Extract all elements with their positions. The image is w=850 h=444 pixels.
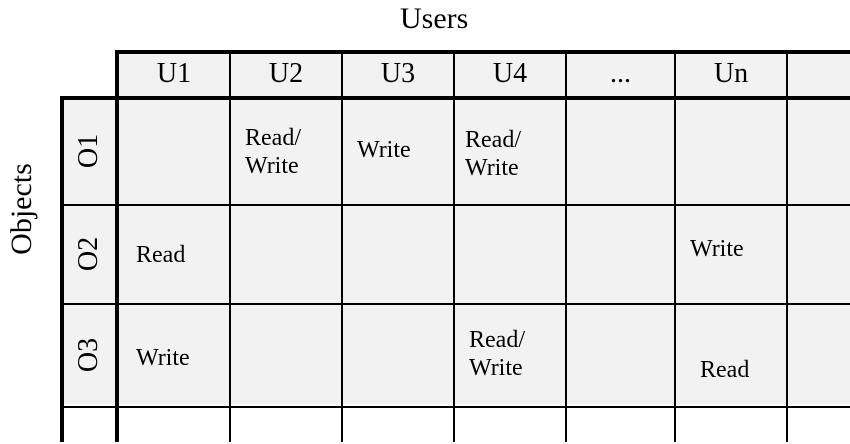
column-divider <box>229 50 231 442</box>
users-axis-title: Users <box>400 2 469 35</box>
cell-o1-u4: Read/ Write <box>465 127 521 181</box>
cell-o2-u1: Read <box>136 242 186 268</box>
column-divider <box>786 50 788 442</box>
header-left-line <box>115 50 119 442</box>
matrix-background <box>118 52 850 404</box>
cell-o1-u2: Read/ Write <box>245 125 301 179</box>
row-header-left-line <box>60 96 64 442</box>
row-header-o3: O3 <box>73 337 104 373</box>
cell-o1-u3: Write <box>357 137 411 163</box>
column-divider <box>341 50 343 442</box>
row-divider <box>60 303 850 305</box>
column-header-u1: U1 <box>156 58 192 89</box>
header-bottom-line <box>60 96 850 100</box>
row-divider <box>60 204 850 206</box>
header-top-line <box>115 50 850 54</box>
column-header-u4: U4 <box>492 58 528 89</box>
row-header-background <box>60 98 118 404</box>
objects-axis-title: Objects <box>5 163 38 255</box>
column-header-u2: U2 <box>268 58 304 89</box>
column-divider <box>674 50 676 442</box>
cell-o3-un: Read <box>700 357 750 383</box>
column-header-un: Un <box>713 58 749 89</box>
cell-o3-u4: Read/ Write <box>469 327 525 381</box>
cell-o2-un: Write <box>690 236 744 262</box>
row-divider <box>60 406 850 408</box>
column-header-ellipsis: ... <box>610 58 631 89</box>
column-divider <box>453 50 455 442</box>
column-divider <box>565 50 567 442</box>
column-header-u3: U3 <box>380 58 416 89</box>
cell-o3-u1: Write <box>136 345 190 371</box>
row-header-o2: O2 <box>73 236 104 272</box>
row-header-o1: O1 <box>73 133 104 169</box>
